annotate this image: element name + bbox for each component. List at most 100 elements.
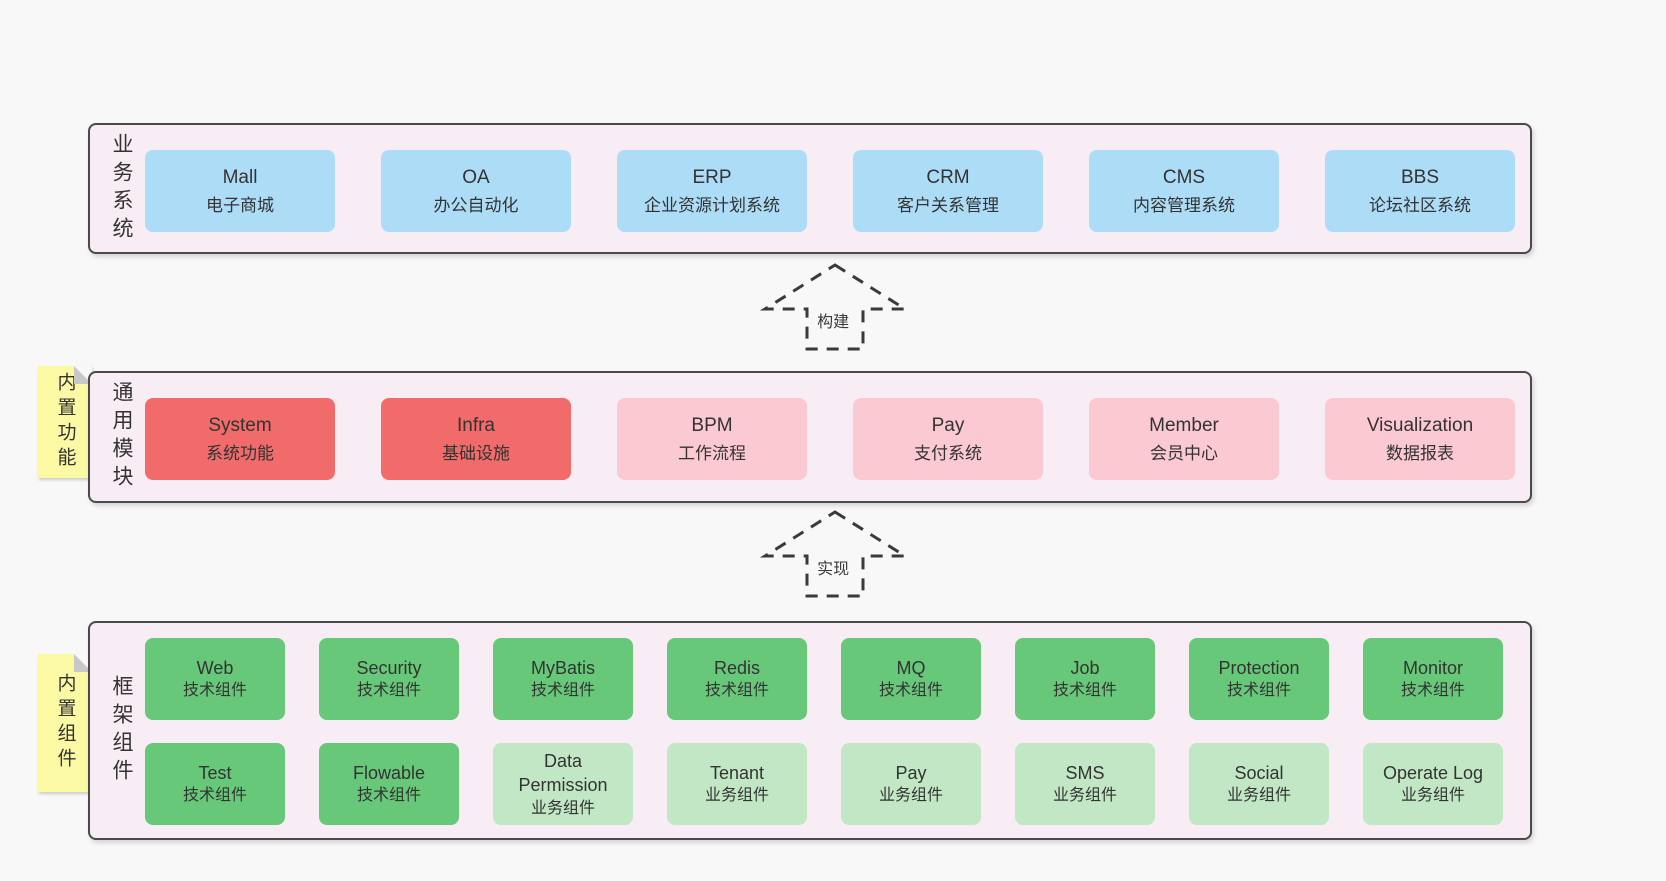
- box-pay-component: Pay 业务组件: [841, 743, 981, 825]
- folded-corner-icon: [74, 654, 92, 672]
- box-name: Security: [356, 658, 422, 679]
- box-member: Member 会员中心: [1089, 398, 1279, 480]
- business-systems-panel: 业务系统 Mall 电子商城 OA 办公自动化 ERP 企业资源计划系统 CRM…: [88, 123, 1532, 254]
- box-subtitle: 业务组件: [878, 787, 943, 805]
- box-redis: Redis 技术组件: [667, 638, 807, 720]
- box-name: ERP: [692, 167, 732, 188]
- build-arrow-label: 构建: [814, 307, 853, 333]
- box-name: OA: [462, 167, 490, 188]
- box-name: Monitor: [1402, 658, 1464, 679]
- box-mybatis: MyBatis 技术组件: [493, 638, 633, 720]
- box-subtitle: 会员中心: [1150, 443, 1218, 463]
- box-name: Redis: [713, 658, 761, 679]
- implement-arrow-label: 实现: [814, 554, 853, 580]
- box-name: Web: [196, 658, 234, 679]
- box-social: Social 业务组件: [1189, 743, 1329, 825]
- box-system: System 系统功能: [145, 398, 335, 480]
- box-subtitle: 技术组件: [530, 682, 595, 700]
- box-subtitle: 技术组件: [878, 682, 943, 700]
- box-subtitle: 技术组件: [356, 787, 421, 805]
- box-subtitle: 基础设施: [442, 443, 510, 463]
- box-subtitle: 技术组件: [356, 682, 421, 700]
- box-name: Job: [1070, 658, 1100, 679]
- box-cms: CMS 内容管理系统: [1089, 150, 1279, 232]
- box-job: Job 技术组件: [1015, 638, 1155, 720]
- box-infra: Infra 基础设施: [381, 398, 571, 480]
- box-subtitle: 办公自动化: [433, 195, 519, 215]
- framework-components-label: 框架组件: [110, 674, 133, 787]
- framework-components-row-2: Test 技术组件 Flowable 技术组件 Data Permission …: [145, 743, 1503, 825]
- business-systems-row: Mall 电子商城 OA 办公自动化 ERP 企业资源计划系统 CRM 客户关系…: [145, 150, 1515, 232]
- box-operate-log: Operate Log 业务组件: [1363, 743, 1503, 825]
- box-name: MQ: [896, 658, 926, 679]
- box-name: Pay: [931, 415, 965, 436]
- box-subtitle: 技术组件: [1226, 682, 1291, 700]
- common-modules-label: 通用模块: [110, 381, 133, 493]
- builtin-features-sticky-note: 内置功能: [38, 366, 92, 478]
- box-name: Flowable: [352, 763, 426, 784]
- box-subtitle: 客户关系管理: [897, 195, 999, 215]
- box-subtitle: 技术组件: [1400, 682, 1465, 700]
- folded-corner-icon: [74, 366, 92, 384]
- box-oa: OA 办公自动化: [381, 150, 571, 232]
- box-subtitle: 电子商城: [206, 195, 274, 215]
- box-erp: ERP 企业资源计划系统: [617, 150, 807, 232]
- box-name: System: [208, 415, 272, 436]
- box-subtitle: 业务组件: [704, 787, 769, 805]
- box-subtitle: 支付系统: [914, 443, 982, 463]
- box-flowable: Flowable 技术组件: [319, 743, 459, 825]
- common-modules-panel: 通用模块 System 系统功能 Infra 基础设施 BPM 工作流程 Pay…: [88, 371, 1532, 503]
- business-systems-label: 业务系统: [110, 132, 133, 245]
- box-security: Security 技术组件: [319, 638, 459, 720]
- box-name: MyBatis: [530, 658, 595, 679]
- framework-components-panel: 框架组件 Web 技术组件 Security 技术组件 MyBatis 技术组件…: [88, 621, 1532, 840]
- box-pay-module: Pay 支付系统: [853, 398, 1043, 480]
- up-arrow-outline-icon: [760, 510, 910, 598]
- box-name: Data Permission: [518, 750, 608, 796]
- box-bpm: BPM 工作流程: [617, 398, 807, 480]
- box-web: Web 技术组件: [145, 638, 285, 720]
- up-arrow-outline-icon: [760, 263, 910, 351]
- box-subtitle: 工作流程: [678, 443, 746, 463]
- box-mall: Mall 电子商城: [145, 150, 335, 232]
- box-monitor: Monitor 技术组件: [1363, 638, 1503, 720]
- box-sms: SMS 业务组件: [1015, 743, 1155, 825]
- box-name: Protection: [1218, 658, 1300, 679]
- box-subtitle: 内容管理系统: [1133, 195, 1235, 215]
- box-name: Member: [1149, 415, 1219, 436]
- box-data-permission: Data Permission 业务组件: [493, 743, 633, 825]
- box-name: SMS: [1065, 763, 1105, 784]
- box-mq: MQ 技术组件: [841, 638, 981, 720]
- box-subtitle: 业务组件: [1400, 787, 1465, 805]
- box-name: Infra: [456, 415, 496, 436]
- box-name: BBS: [1400, 167, 1440, 188]
- box-subtitle: 技术组件: [182, 682, 247, 700]
- box-name: BPM: [691, 415, 733, 436]
- box-crm: CRM 客户关系管理: [853, 150, 1043, 232]
- sticky-note-label: 内置功能: [54, 372, 76, 472]
- box-subtitle: 技术组件: [1052, 682, 1117, 700]
- box-name: Operate Log: [1382, 763, 1484, 784]
- box-subtitle: 数据报表: [1386, 443, 1454, 463]
- box-subtitle: 技术组件: [704, 682, 769, 700]
- box-subtitle: 业务组件: [1052, 787, 1117, 805]
- box-name: Test: [198, 763, 232, 784]
- builtin-components-sticky-note: 内置组件: [38, 654, 92, 792]
- box-test: Test 技术组件: [145, 743, 285, 825]
- box-name: Tenant: [709, 763, 765, 784]
- box-subtitle: 业务组件: [1226, 787, 1291, 805]
- box-name: Visualization: [1366, 415, 1474, 436]
- sticky-note-label: 内置组件: [54, 673, 76, 773]
- implement-arrow-icon: 实现: [760, 508, 910, 600]
- box-tenant: Tenant 业务组件: [667, 743, 807, 825]
- box-name: Mall: [222, 167, 258, 188]
- box-protection: Protection 技术组件: [1189, 638, 1329, 720]
- box-subtitle: 业务组件: [530, 799, 595, 817]
- box-name: Pay: [895, 763, 927, 784]
- build-arrow-icon: 构建: [760, 261, 910, 353]
- box-name: CMS: [1162, 167, 1206, 188]
- framework-components-row-1: Web 技术组件 Security 技术组件 MyBatis 技术组件 Redi…: [145, 638, 1503, 720]
- box-subtitle: 企业资源计划系统: [644, 195, 780, 215]
- box-subtitle: 论坛社区系统: [1369, 195, 1471, 215]
